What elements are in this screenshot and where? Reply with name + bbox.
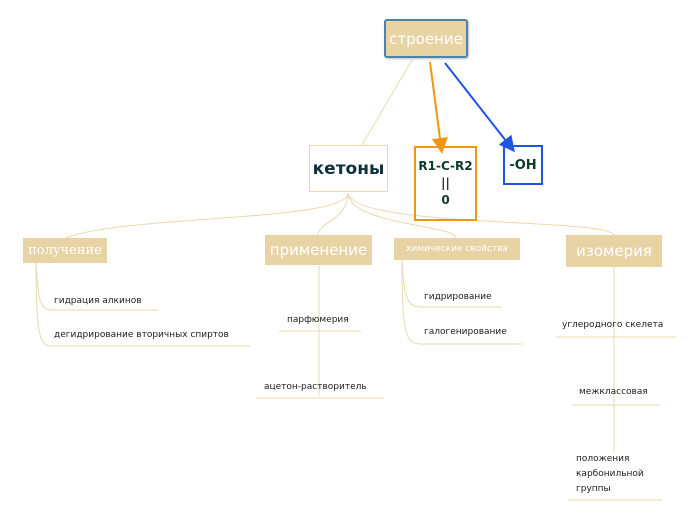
root-node[interactable]: строение xyxy=(384,19,468,58)
leaf-iso-2[interactable]: межклассовая xyxy=(579,387,648,397)
link-center-use xyxy=(317,192,349,236)
link-obtain-2 xyxy=(35,262,51,347)
leaf-use-1[interactable]: парфюмерия xyxy=(287,315,349,325)
link-chem-1 xyxy=(401,259,421,308)
central-topic-node[interactable]: кетоны xyxy=(309,145,388,192)
leaf-chem-2[interactable]: галогенирование xyxy=(424,327,507,337)
branch-obtain[interactable]: получение xyxy=(23,238,107,263)
link-root-center xyxy=(361,59,413,146)
branch-iso-label: изомерия xyxy=(576,242,652,260)
link-center-iso xyxy=(347,192,615,236)
root-label: строение xyxy=(389,29,463,48)
link-center-chem xyxy=(347,192,457,239)
branch-obtain-label: получение xyxy=(28,243,102,258)
leaf-iso-1[interactable]: углеродного скелета xyxy=(562,320,664,330)
branch-use-label: применение xyxy=(269,241,368,259)
formula-line-2: || xyxy=(441,176,450,190)
leaf-chem-1[interactable]: гидрирование xyxy=(424,292,492,302)
link-obtain-1 xyxy=(35,262,51,311)
leaf-use-2[interactable]: ацетон-растворитель xyxy=(264,382,367,392)
link-chem-2 xyxy=(401,259,421,345)
branch-chem[interactable]: химические свойства xyxy=(394,238,520,260)
leaf-obtain-1[interactable]: гидрация алкинов xyxy=(54,296,142,306)
formula-line-3: 0 xyxy=(441,193,450,207)
arrow-root-oh xyxy=(444,62,515,153)
branch-chem-label: химические свойства xyxy=(406,244,508,254)
arrow-root-formula xyxy=(429,61,448,154)
hydroxyl-label: -OH xyxy=(509,157,537,173)
formula-line-1: R1-C-R2 xyxy=(418,159,473,173)
formula-node[interactable]: R1-C-R2 || 0 xyxy=(414,146,477,221)
central-topic-label: кетоны xyxy=(312,158,385,179)
branch-iso[interactable]: изомерия xyxy=(566,235,662,267)
link-center-obtain xyxy=(65,192,349,239)
leaf-iso-3[interactable]: положения карбонильной группы xyxy=(576,454,644,494)
leaf-obtain-2[interactable]: дегидрирование вторичных спиртов xyxy=(54,330,229,340)
hydroxyl-node[interactable]: -OH xyxy=(503,145,543,185)
branch-use[interactable]: применение xyxy=(265,235,372,265)
